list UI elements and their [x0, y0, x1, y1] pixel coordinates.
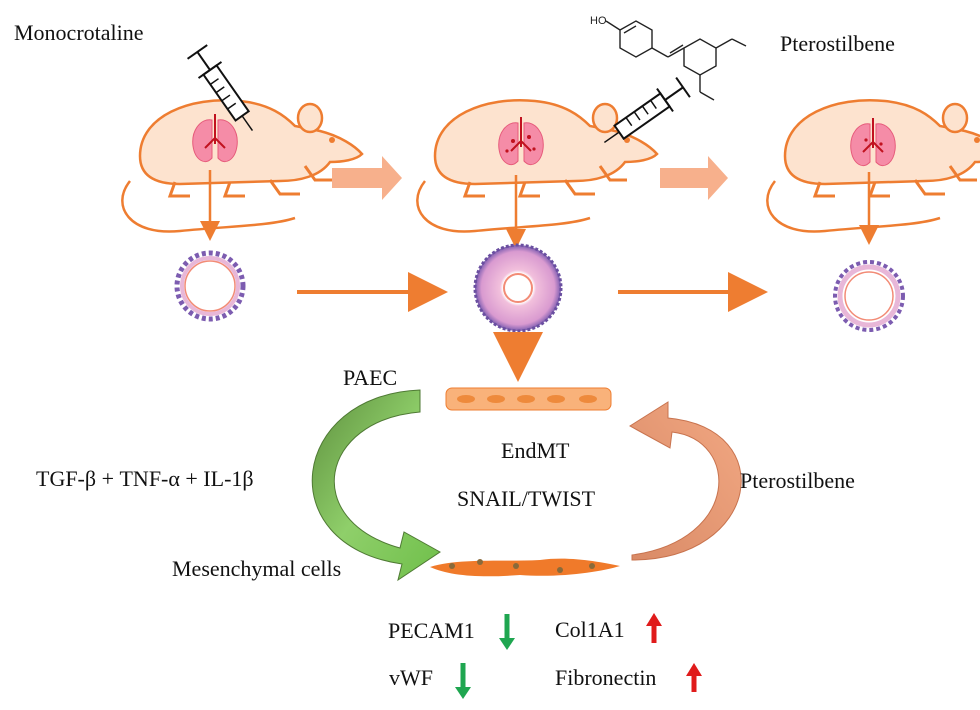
rat-control	[120, 98, 364, 234]
snail-twist-label: SNAIL/TWIST	[457, 486, 596, 511]
marker-col1a1: Col1A1	[555, 617, 625, 642]
lungs-pah	[497, 116, 545, 166]
lungs-treated	[849, 117, 897, 167]
orange-curved-arrow	[629, 401, 742, 561]
vessel-control	[174, 250, 246, 322]
block-arrow-1	[332, 156, 402, 200]
pterostilbene-right-label: Pterostilbene	[740, 468, 855, 493]
hydroxyl-label: HO	[590, 15, 607, 27]
vessel-treated	[833, 260, 905, 332]
endmt-label: EndMT	[501, 438, 570, 463]
mesenchymal-cells	[430, 558, 620, 577]
cytokines-label: TGF-β + TNF-α + IL-1β	[36, 466, 254, 491]
paec-label: PAEC	[343, 365, 398, 390]
mesenchymal-label: Mesenchymal cells	[172, 556, 342, 581]
block-arrow-2	[660, 156, 728, 200]
endothelial-cells	[445, 387, 612, 411]
marker-fibronectin: Fibronectin	[555, 665, 657, 690]
marker-pecam1: PECAM1	[388, 618, 475, 643]
pterostilbene-top-label: Pterostilbene	[780, 31, 895, 56]
monocrotaline-label: Monocrotaline	[14, 20, 144, 45]
vessel-pah	[473, 243, 563, 333]
marker-vwf: vWF	[389, 665, 433, 690]
pterostilbene-structure-icon	[605, 20, 747, 101]
green-curved-arrow	[311, 389, 441, 582]
